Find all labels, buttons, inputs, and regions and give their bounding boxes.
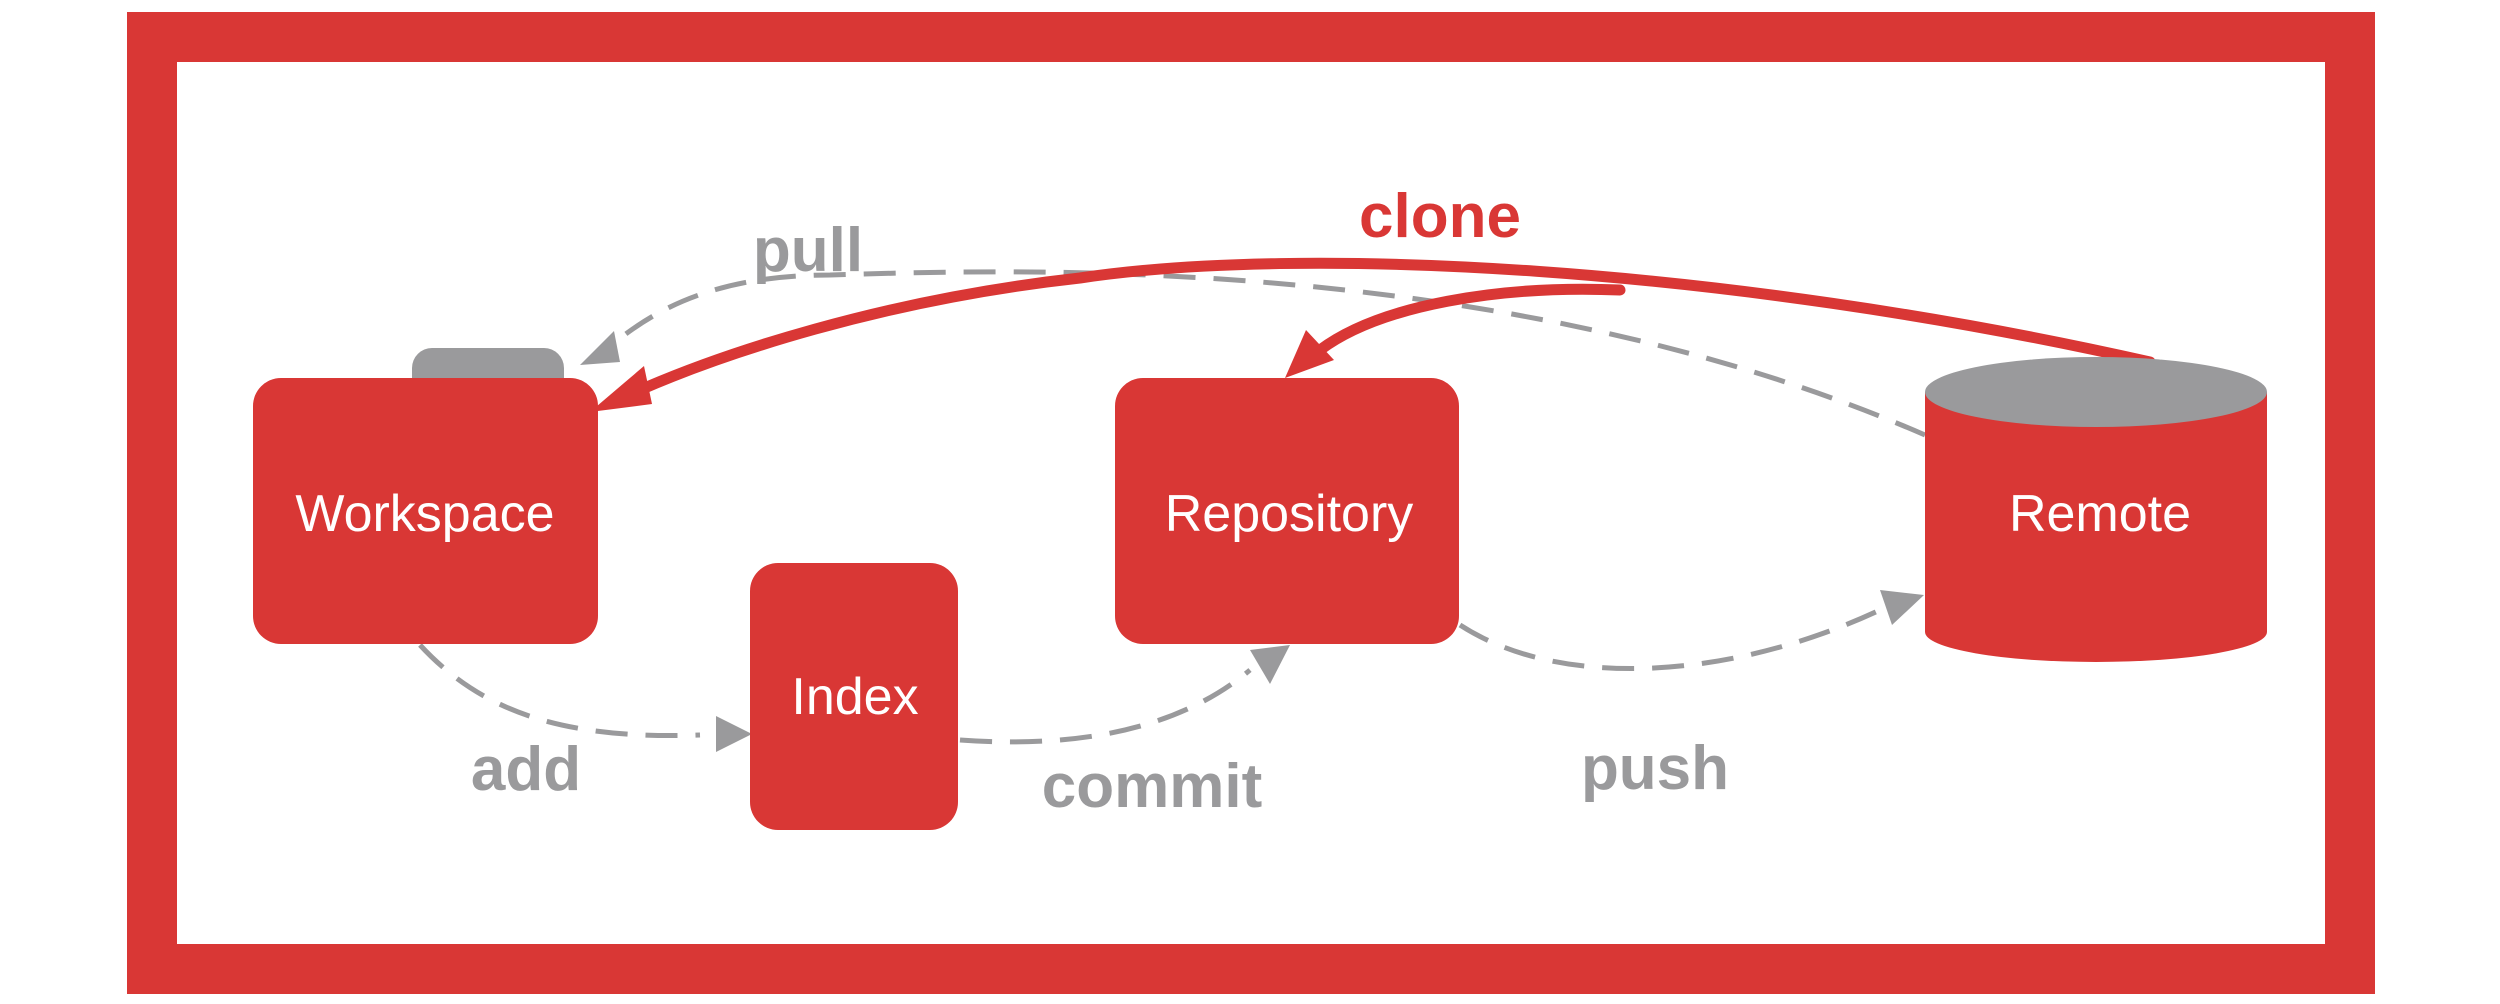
repository-label: Repository — [1165, 485, 1414, 543]
push-edge — [1458, 590, 1924, 672]
database-icon — [1925, 357, 2267, 662]
add-label: add — [471, 735, 581, 804]
clone-arrowhead-repository — [1285, 330, 1334, 378]
workspace-node: Workspace — [253, 348, 598, 644]
index-box — [750, 563, 958, 830]
clone-arrowhead-workspace — [590, 366, 652, 412]
remote-node: Remote — [1925, 357, 2267, 662]
pull-edge — [580, 269, 1926, 438]
index-node: Index — [750, 563, 958, 830]
repository-box — [1115, 378, 1459, 644]
index-label: Index — [791, 668, 918, 726]
clone-edge — [590, 257, 2156, 412]
commit-label: commit — [1042, 752, 1262, 821]
workspace-label: Workspace — [295, 485, 554, 543]
push-arrowhead — [1880, 590, 1924, 625]
add-edge — [418, 643, 752, 752]
commit-arrowhead — [1250, 645, 1290, 684]
add-arrowhead — [716, 716, 752, 752]
remote-label: Remote — [2009, 485, 2191, 543]
repository-node: Repository — [1115, 378, 1459, 644]
clone-label: clone — [1359, 182, 1521, 251]
workspace-box — [253, 378, 598, 644]
pull-arrowhead — [580, 331, 620, 365]
commit-edge — [959, 645, 1290, 745]
pull-label: pull — [753, 216, 863, 285]
push-label: push — [1581, 734, 1729, 803]
